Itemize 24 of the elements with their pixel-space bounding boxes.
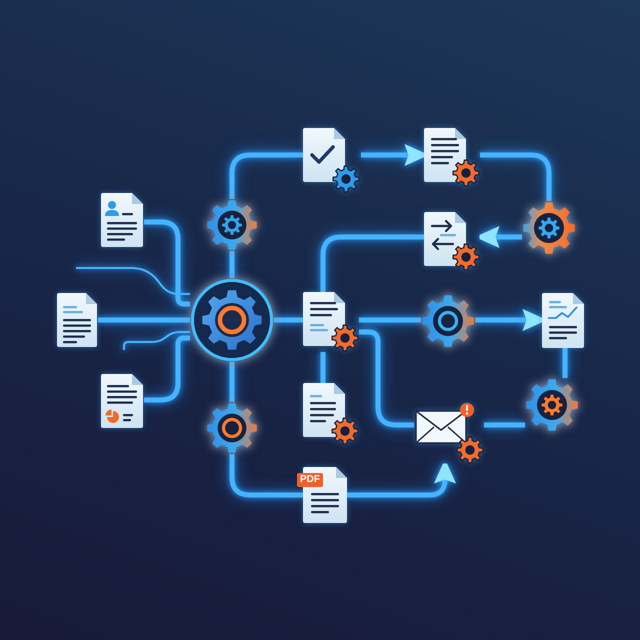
- document-icon: [56, 292, 98, 348]
- connector-line: [76, 267, 190, 295]
- connector-line: [320, 352, 326, 383]
- gear-icon: [525, 378, 579, 432]
- hub-gear-icon: [190, 278, 274, 362]
- chart-document-icon: [542, 293, 584, 348]
- gear-icon: [522, 201, 576, 255]
- document-gear-icon: [303, 383, 359, 445]
- file-type-tag: PDF: [297, 473, 323, 487]
- profile-document-icon: [100, 192, 144, 248]
- gear-icon: [206, 402, 258, 454]
- connector-line: [562, 348, 568, 378]
- gear-icon: [421, 294, 475, 348]
- report-document-icon: [100, 373, 144, 429]
- email-alert-icon: [414, 401, 484, 464]
- document-gear-icon: [424, 128, 480, 188]
- transfer-document-icon: [424, 212, 480, 272]
- connector-line: [484, 422, 525, 428]
- connector-line: [274, 318, 303, 322]
- document-gear-icon: [303, 292, 359, 352]
- gear-icon: [206, 199, 258, 251]
- connector-line: [230, 251, 234, 278]
- checked-document-icon: [303, 128, 361, 194]
- connector-line: [123, 331, 190, 350]
